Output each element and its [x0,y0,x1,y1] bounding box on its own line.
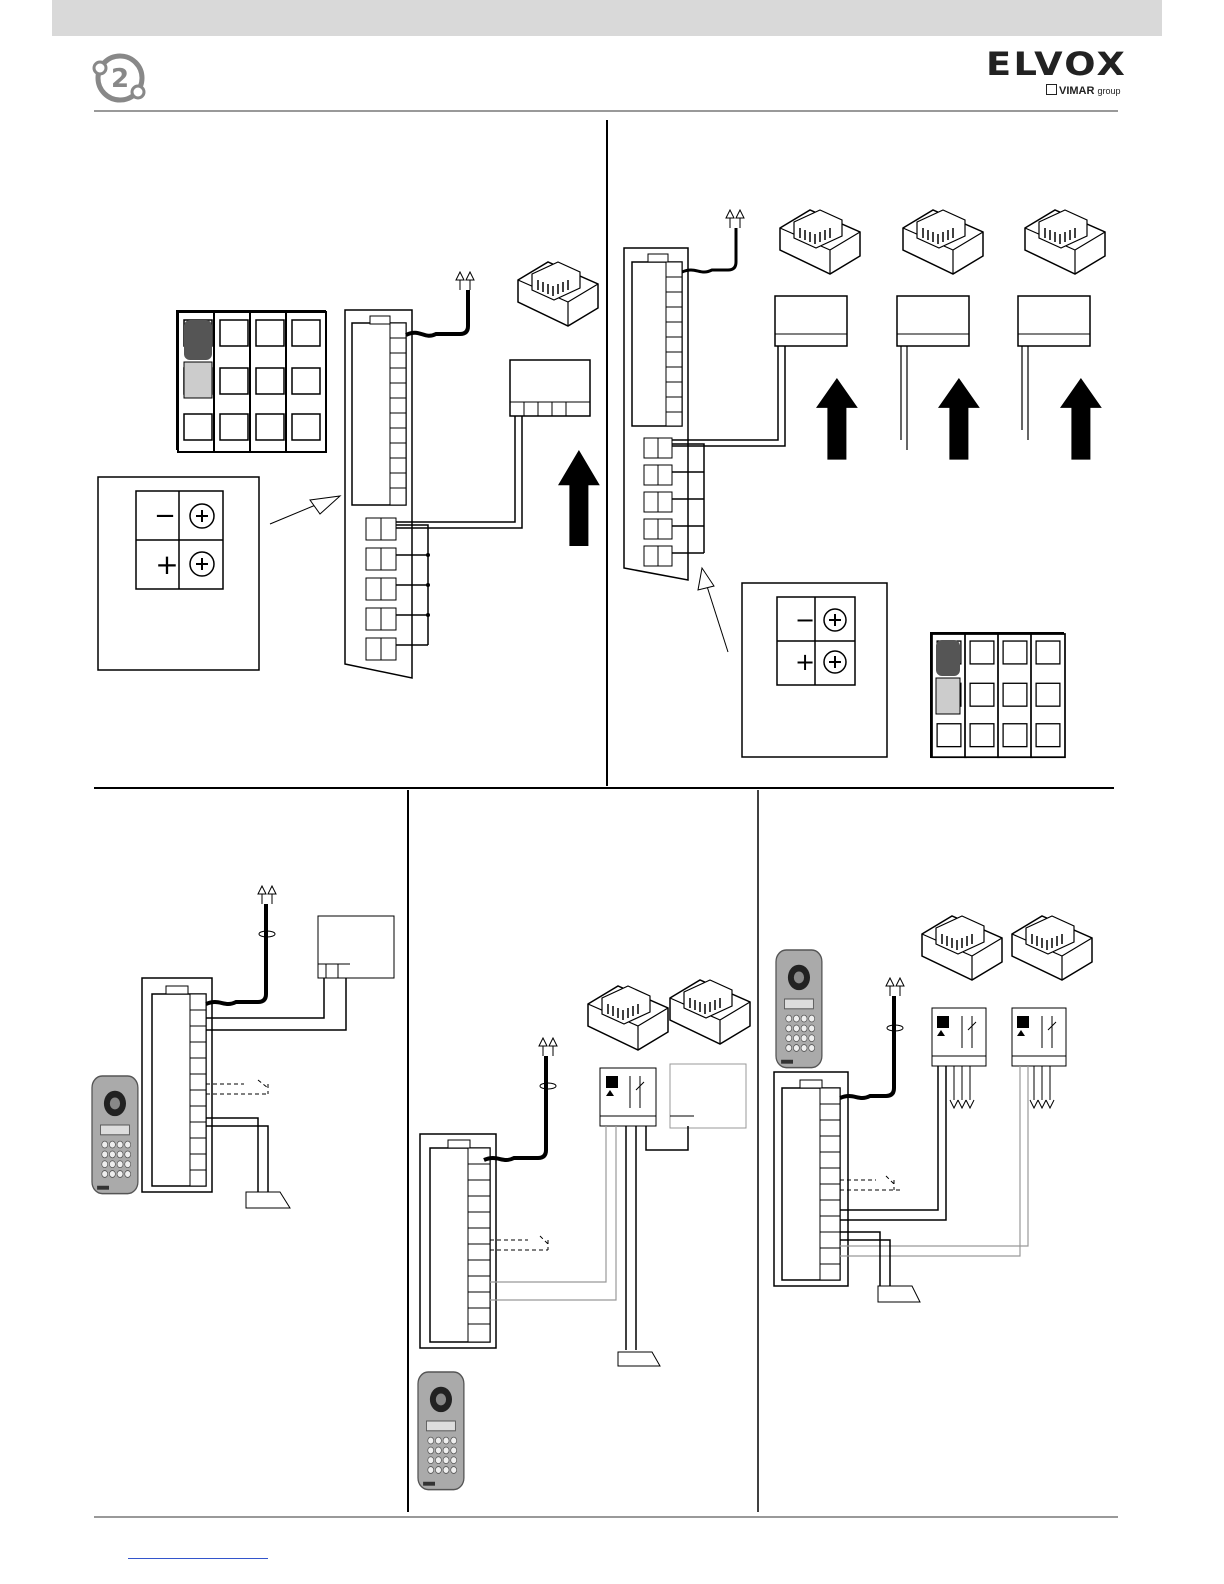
footer-link[interactable] [128,1556,268,1559]
svg-text:−: − [154,501,176,531]
interface-board-4 [420,1134,496,1348]
supply-module-4 [670,1064,746,1128]
interface-board-1 [345,310,430,678]
panel-1-diagram: − + [98,262,600,678]
supply-module-2a [775,296,847,346]
supply-module-2c [1018,296,1090,346]
supply-module-2b [897,296,969,346]
relay-module-4 [600,1068,656,1126]
terminal-detail-box-1: − + [98,477,259,670]
supply-module-1 [510,360,590,416]
svg-text:−: − [795,606,815,634]
relay-module-5a [932,1008,986,1066]
modular-panel-2 [930,632,1065,758]
terminal-detail-box-2: − + [742,583,887,757]
svg-text:+: + [155,548,178,581]
supply-module-3 [318,916,394,978]
modular-panel-1 [176,310,326,452]
panel-5-diagram [774,916,1092,1302]
interface-board-2 [624,248,704,580]
interface-board-3 [142,978,212,1192]
panel-4-diagram [418,980,750,1490]
interface-board-5 [774,1072,848,1286]
panel-3-diagram [92,886,394,1208]
svg-text:+: + [795,648,815,676]
relay-module-5b [1012,1008,1066,1066]
panel-2-diagram: − + [624,210,1105,758]
